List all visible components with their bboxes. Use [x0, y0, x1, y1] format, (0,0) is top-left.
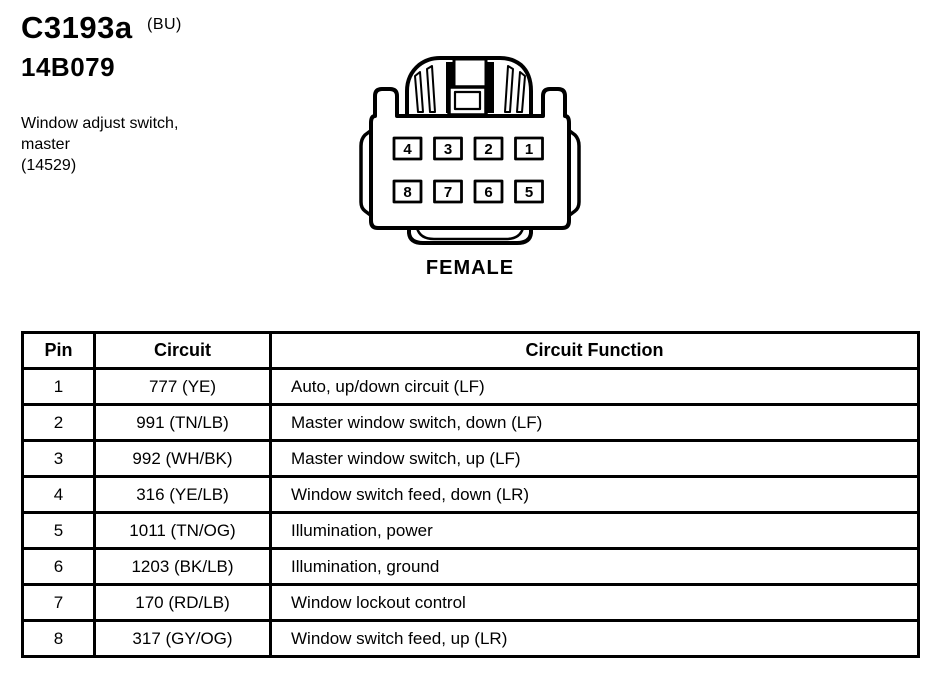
header-circuit-function: Circuit Function [269, 331, 920, 370]
hood-rib [516, 71, 526, 113]
circuit-cell: 992 (WH/BK) [93, 439, 272, 478]
pinout-table-body: 1 777 (YE) Auto, up/down circuit (LF) 2 … [21, 367, 920, 658]
pin-number: 6 [484, 184, 492, 201]
pin-cell: 7 [21, 583, 96, 622]
header-circuit: Circuit [93, 331, 272, 370]
pin-box-1 [514, 136, 544, 161]
pin-cell: 8 [21, 619, 96, 658]
hood-rib [414, 71, 424, 113]
pin-box-7 [433, 179, 463, 204]
table-header-row: Pin Circuit Circuit Function [21, 331, 920, 370]
table-row: 1 777 (YE) Auto, up/down circuit (LF) [21, 367, 920, 406]
table-row: 4 316 (YE/LB) Window switch feed, down (… [21, 475, 920, 514]
connector-description: Window adjust switch, master (14529) [21, 113, 178, 176]
connector-gender-label: FEMALE [425, 257, 515, 279]
connector-id: C3193a [21, 10, 133, 45]
pin-number: 5 [525, 184, 533, 201]
circuit-cell: 317 (GY/OG) [93, 619, 272, 658]
pin-box-2 [473, 136, 504, 161]
hood-latch-stem [452, 57, 488, 89]
table-row: 6 1203 (BK/LB) Illumination, ground [21, 547, 920, 586]
pin-number: 1 [525, 141, 533, 158]
circuit-function-cell: Auto, up/down circuit (LF) [269, 367, 920, 406]
hood-latch-box-inner [453, 90, 482, 111]
pin-box-5 [514, 179, 544, 204]
hood-rib [426, 65, 436, 113]
pin-box-4 [392, 136, 423, 161]
circuit-function-cell: Illumination, power [269, 511, 920, 550]
connector-bottom-tab-inner [415, 226, 525, 241]
circuit-function-cell: Master window switch, up (LF) [269, 439, 920, 478]
table-row: 2 991 (TN/LB) Master window switch, down… [21, 403, 920, 442]
pin-box-8 [392, 179, 423, 204]
pin-cell: 3 [21, 439, 96, 478]
description-line: Window adjust switch, [21, 115, 179, 132]
header-pin: Pin [21, 331, 96, 370]
pin-number: 2 [484, 141, 492, 158]
hood-latch-side-bar [486, 62, 494, 113]
pin-number: 3 [444, 141, 452, 158]
circuit-function-cell: Illumination, ground [269, 547, 920, 586]
pin-cell: 4 [21, 475, 96, 514]
pin-cell: 2 [21, 403, 96, 442]
pin-number: 8 [403, 184, 411, 201]
table-row: 3 992 (WH/BK) Master window switch, up (… [21, 439, 920, 478]
circuit-cell: 1203 (BK/LB) [93, 547, 272, 586]
circuit-function-cell: Window switch feed, up (LR) [269, 619, 920, 658]
pin-cell: 6 [21, 547, 96, 586]
description-line: master [21, 136, 70, 153]
connector-face-diagram: 4 3 2 1 8 7 6 5 [359, 56, 581, 245]
hood-rib [504, 65, 514, 113]
circuit-cell: 991 (TN/LB) [93, 403, 272, 442]
part-number: 14B079 [21, 52, 116, 82]
pin-cell: 5 [21, 511, 96, 550]
table-row: 8 317 (GY/OG) Window switch feed, up (LR… [21, 619, 920, 658]
description-line: (14529) [21, 157, 77, 174]
circuit-function-cell: Window switch feed, down (LR) [269, 475, 920, 514]
table-row: 5 1011 (TN/OG) Illumination, power [21, 511, 920, 550]
table-row: 7 170 (RD/LB) Window lockout control [21, 583, 920, 622]
pin-cell: 1 [21, 367, 96, 406]
pin-number: 7 [444, 184, 452, 201]
pin-box-3 [433, 136, 463, 161]
circuit-cell: 170 (RD/LB) [93, 583, 272, 622]
connector-suffix: (BU) [147, 16, 182, 33]
circuit-cell: 777 (YE) [93, 367, 272, 406]
circuit-cell: 1011 (TN/OG) [93, 511, 272, 550]
pin-number: 4 [403, 141, 412, 158]
circuit-cell: 316 (YE/LB) [93, 475, 272, 514]
circuit-function-cell: Window lockout control [269, 583, 920, 622]
pinout-table: Pin Circuit Circuit Function 1 777 (YE) … [21, 331, 920, 658]
circuit-function-cell: Master window switch, down (LF) [269, 403, 920, 442]
pin-box-6 [473, 179, 504, 204]
